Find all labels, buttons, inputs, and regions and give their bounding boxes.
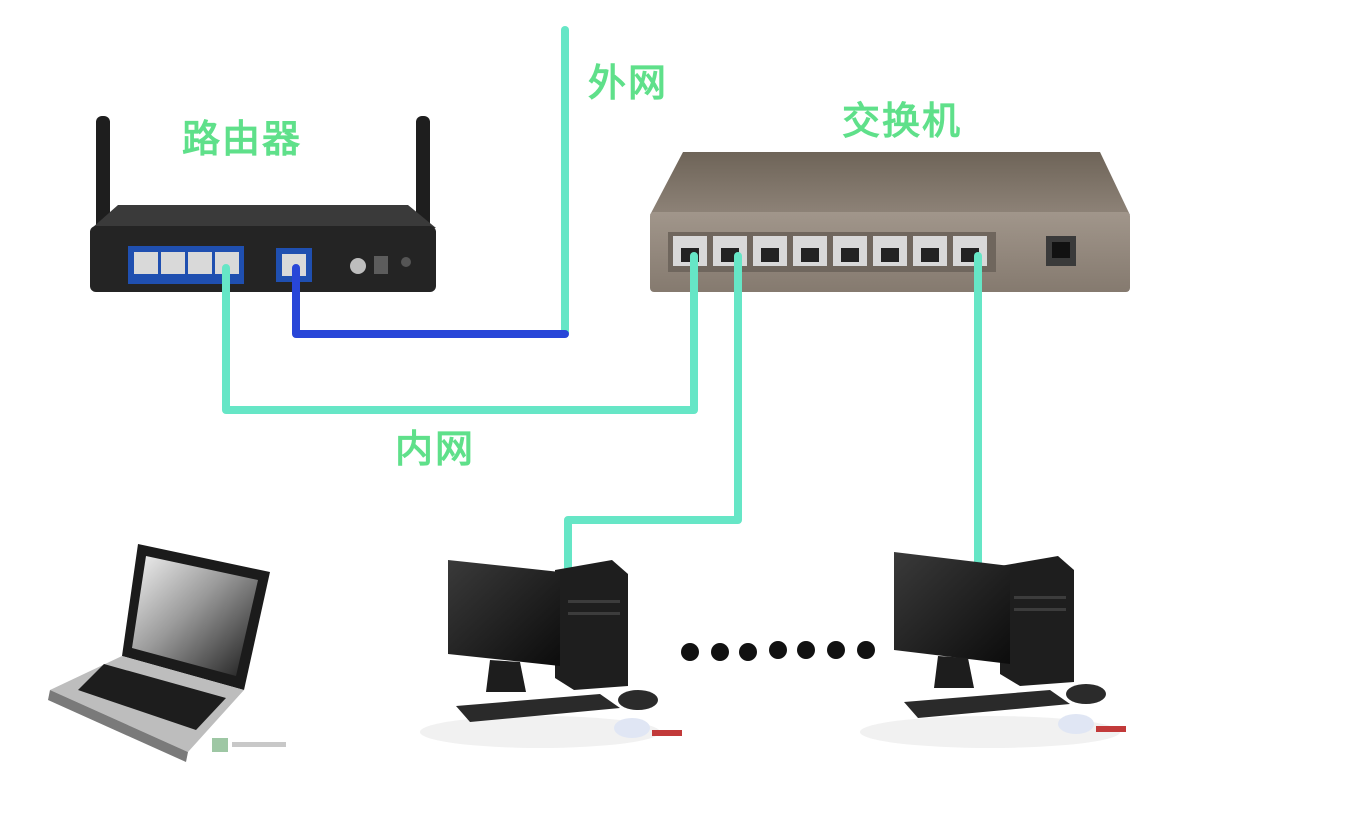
lan-cables [222, 26, 982, 612]
desktop-pc-icon [860, 552, 1126, 748]
wan-cable [292, 264, 569, 338]
switch-label: 交换机 [842, 99, 963, 143]
laptop-icon [48, 544, 286, 762]
ellipsis-icon [681, 641, 875, 661]
wan-label: 外网 [588, 61, 669, 105]
router-icon [90, 116, 436, 292]
lan-label: 内网 [395, 427, 476, 471]
router-label: 路由器 [182, 117, 303, 161]
desktop-pc-icon [420, 560, 682, 748]
switch-icon [650, 152, 1130, 292]
